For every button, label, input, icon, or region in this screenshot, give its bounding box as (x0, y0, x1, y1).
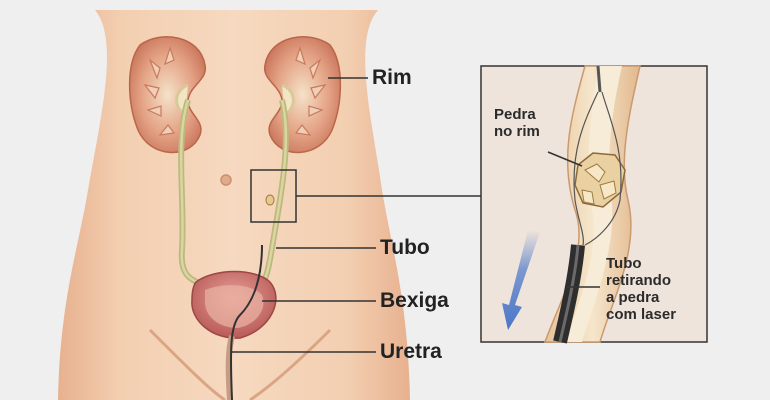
label-tube-line3: a pedra (606, 289, 676, 306)
label-uretra: Uretra (380, 340, 442, 364)
label-tube-line1: Tubo (606, 255, 676, 272)
label-tube-laser: Tubo retirando a pedra com laser (606, 255, 676, 323)
label-bexiga: Bexiga (380, 289, 449, 313)
navel (221, 175, 231, 185)
torso (58, 10, 410, 400)
label-tube-line2: retirando (606, 272, 676, 289)
label-tubo: Tubo (380, 236, 430, 260)
small-stone (266, 195, 274, 205)
label-stone-line1: Pedra (494, 106, 540, 123)
label-stone-line2: no rim (494, 123, 540, 140)
label-tube-line4: com laser (606, 306, 676, 323)
label-rim: Rim (372, 66, 412, 90)
label-stone: Pedra no rim (494, 106, 540, 140)
